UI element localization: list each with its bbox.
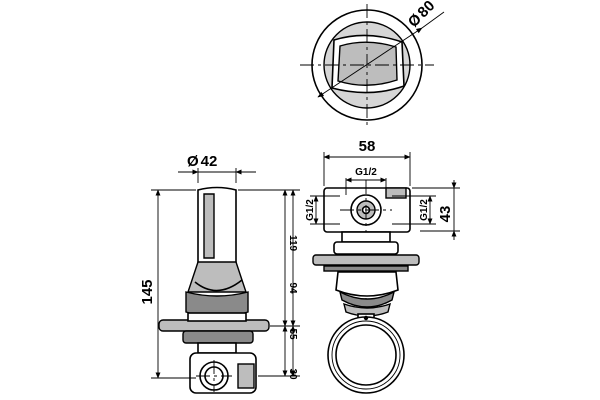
thread-top-label: G1/2 [355,167,377,178]
front-neck-flange [333,241,399,255]
diameter-80-leader [317,27,423,98]
diameter-80-label: Ø80 [405,0,438,31]
ring-pivot-dot [363,315,369,321]
handle-ring-mid [331,320,401,390]
handle-highlight [203,193,215,259]
thread-right-label: G1/2 [419,199,430,221]
front-body-band [338,290,396,308]
taper-body [187,261,247,293]
front-rosette-plate [312,254,420,266]
lower-body-neck [197,342,237,354]
width-58-label: 58 [359,138,376,155]
lower-body-flange [182,330,254,344]
height-145-label: 145 [139,279,156,304]
mark-30-label: 30 [287,368,298,380]
height-43-label: 43 [437,206,454,223]
front-body-upper [335,271,399,297]
front-plate-lip [323,265,409,272]
mark-119-label: 119 [287,235,298,252]
plate-collar [187,312,247,322]
taper-cut-line [194,279,243,292]
mark-55-label: 55 [287,328,298,340]
front-view: 58 G1/2 G1/2 G1/2 43 [305,138,460,394]
top-view: Ø80 [300,0,445,126]
handle-ring-inner [335,324,397,386]
mark-94-label: 94 [287,282,298,294]
front-neck-upper [341,231,391,243]
front-body-lower [343,302,391,317]
housing-side-stub [237,363,255,389]
diameter-80-leader-ext [421,11,445,29]
thread-left-label: G1/2 [305,199,316,221]
valve-block-tab [385,187,407,199]
